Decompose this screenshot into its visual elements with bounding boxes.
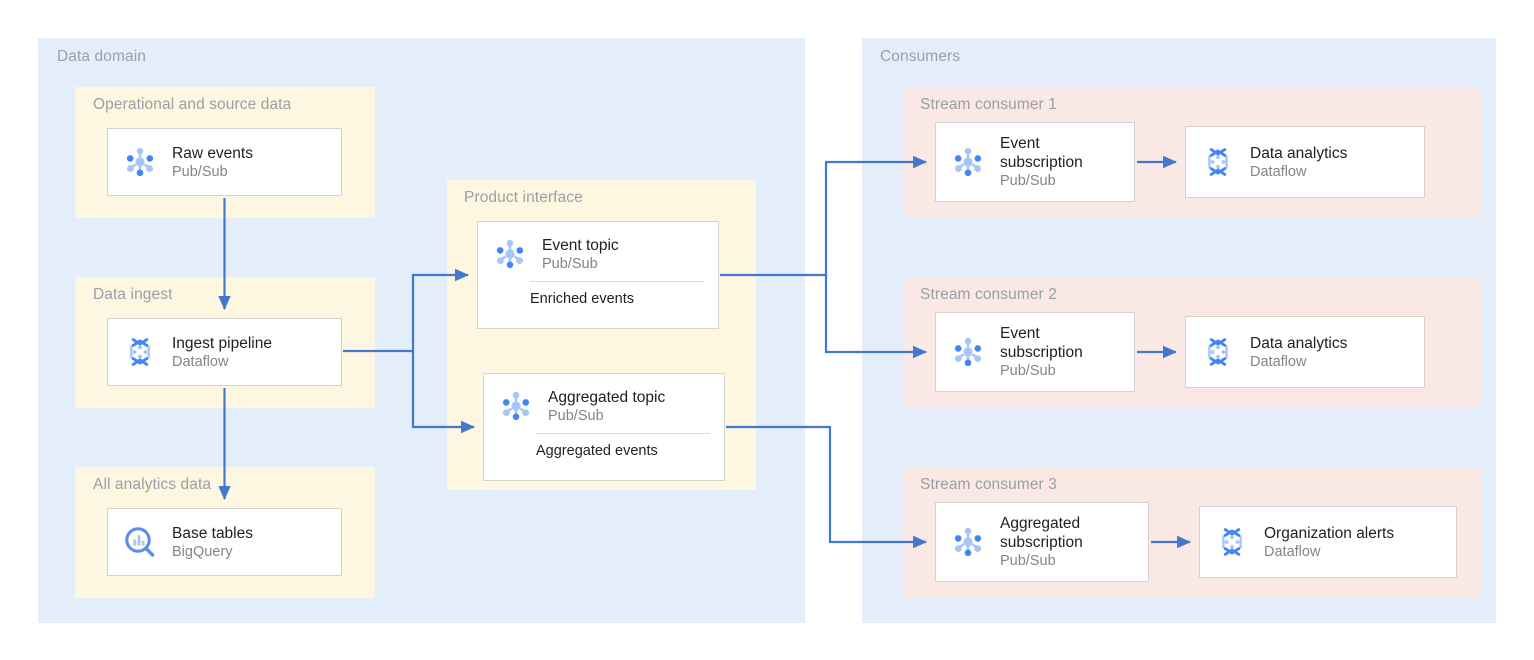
- pubsub-icon: [120, 142, 160, 182]
- card-base-tables-title: Base tables: [172, 524, 253, 542]
- card-event-subscription-1-subtitle: Pub/Sub: [1000, 173, 1056, 189]
- card-event-subscription-1-main: Event subscription Pub/Sub: [936, 134, 1134, 190]
- stream-consumer-3-label: Stream consumer 3: [920, 476, 1057, 493]
- dataflow-icon: [1212, 522, 1252, 562]
- bigquery-icon: [120, 522, 160, 562]
- card-event-subscription-1[interactable]: Event subscription Pub/Sub: [935, 122, 1135, 202]
- card-event-subscription-1-text: Event subscription Pub/Sub: [1000, 134, 1083, 190]
- data-ingest-label: Data ingest: [93, 286, 173, 303]
- card-organization-alerts-3-main: Organization alerts Dataflow: [1200, 522, 1456, 562]
- card-data-analytics-1[interactable]: Data analytics Dataflow: [1185, 126, 1425, 198]
- card-base-tables-text: Base tables BigQuery: [172, 524, 253, 561]
- card-organization-alerts-3-text: Organization alerts Dataflow: [1264, 524, 1394, 561]
- card-data-analytics-2-subtitle: Dataflow: [1250, 353, 1307, 370]
- card-event-subscription-2-title: Event subscription: [1000, 325, 1083, 361]
- stream-consumer-1-label: Stream consumer 1: [920, 96, 1057, 113]
- card-event-topic[interactable]: Event topic Pub/Sub Enriched events: [477, 221, 719, 329]
- card-event-topic-title: Event topic: [542, 236, 619, 254]
- card-raw-events-main: Raw events Pub/Sub: [108, 142, 341, 182]
- card-aggregated-subscription-3-title: Aggregated subscription: [1000, 515, 1083, 551]
- card-aggregated-topic-main: Aggregated topic Pub/Sub: [484, 386, 724, 426]
- card-raw-events-title: Raw events: [172, 144, 253, 162]
- card-event-topic-main: Event topic Pub/Sub: [478, 234, 718, 274]
- card-aggregated-subscription-3[interactable]: Aggregated subscription Pub/Sub: [935, 502, 1149, 582]
- card-ingest-pipeline[interactable]: Ingest pipeline Dataflow: [107, 318, 342, 386]
- operational-source-data-label: Operational and source data: [93, 96, 292, 113]
- card-event-topic-footer: Enriched events: [530, 291, 634, 307]
- dataflow-icon: [120, 332, 160, 372]
- card-event-subscription-2-text: Event subscription Pub/Sub: [1000, 324, 1083, 380]
- card-event-subscription-2-main: Event subscription Pub/Sub: [936, 324, 1134, 380]
- card-aggregated-topic-title: Aggregated topic: [548, 388, 666, 406]
- card-data-analytics-2-title: Data analytics: [1250, 334, 1348, 352]
- pubsub-icon: [490, 234, 530, 274]
- card-event-topic-text: Event topic Pub/Sub: [542, 236, 619, 273]
- card-aggregated-subscription-3-subtitle: Pub/Sub: [1000, 553, 1056, 569]
- card-event-subscription-1-title: Event subscription: [1000, 135, 1083, 171]
- all-analytics-data-label: All analytics data: [93, 476, 212, 493]
- card-data-analytics-2-text: Data analytics Dataflow: [1250, 334, 1347, 371]
- card-base-tables-main: Base tables BigQuery: [108, 522, 341, 562]
- pubsub-icon: [496, 386, 536, 426]
- arrow-ingest-to-aggregated-topic: [411, 351, 476, 434]
- product-interface-label: Product interface: [464, 189, 583, 206]
- card-event-subscription-2-subtitle: Pub/Sub: [1000, 363, 1056, 379]
- arrow-aggregated-topic-to-consumer-3: [726, 425, 928, 549]
- card-raw-events[interactable]: Raw events Pub/Sub: [107, 128, 342, 196]
- stream-consumer-2-label: Stream consumer 2: [920, 286, 1057, 303]
- card-aggregated-topic-subtitle: Pub/Sub: [548, 407, 604, 424]
- card-organization-alerts-3-title: Organization alerts: [1264, 524, 1395, 542]
- arrow-event-topic-to-consumer-2: [824, 275, 928, 359]
- dataflow-icon: [1198, 332, 1238, 372]
- card-data-analytics-1-title: Data analytics: [1250, 144, 1348, 162]
- card-data-analytics-1-subtitle: Dataflow: [1250, 163, 1307, 180]
- card-aggregated-topic-footer: Aggregated events: [536, 443, 658, 459]
- card-ingest-pipeline-title: Ingest pipeline: [172, 334, 272, 352]
- arrow-event-topic-to-consumer-1: [720, 155, 928, 277]
- pubsub-icon: [948, 522, 988, 562]
- card-organization-alerts-3-subtitle: Dataflow: [1264, 543, 1321, 560]
- card-base-tables[interactable]: Base tables BigQuery: [107, 508, 342, 576]
- card-data-analytics-2[interactable]: Data analytics Dataflow: [1185, 316, 1425, 388]
- card-event-topic-subtitle: Pub/Sub: [542, 255, 598, 272]
- card-aggregated-subscription-3-main: Aggregated subscription Pub/Sub: [936, 514, 1148, 570]
- card-aggregated-topic[interactable]: Aggregated topic Pub/Sub Aggregated even…: [483, 373, 725, 481]
- card-aggregated-topic-text: Aggregated topic Pub/Sub: [548, 388, 665, 425]
- card-base-tables-subtitle: BigQuery: [172, 543, 233, 560]
- card-data-analytics-2-main: Data analytics Dataflow: [1186, 332, 1424, 372]
- card-data-analytics-1-main: Data analytics Dataflow: [1186, 142, 1424, 182]
- card-data-analytics-1-text: Data analytics Dataflow: [1250, 144, 1347, 181]
- card-raw-events-subtitle: Pub/Sub: [172, 163, 228, 180]
- card-aggregated-topic-divider: [536, 433, 710, 434]
- data-domain-label: Data domain: [57, 48, 146, 65]
- card-raw-events-text: Raw events Pub/Sub: [172, 144, 253, 181]
- card-organization-alerts-3[interactable]: Organization alerts Dataflow: [1199, 506, 1457, 578]
- consumers-label: Consumers: [880, 48, 961, 65]
- pubsub-icon: [948, 332, 988, 372]
- card-ingest-pipeline-text: Ingest pipeline Dataflow: [172, 334, 272, 371]
- card-ingest-pipeline-main: Ingest pipeline Dataflow: [108, 332, 341, 372]
- card-aggregated-subscription-3-text: Aggregated subscription Pub/Sub: [1000, 514, 1083, 570]
- arrow-ingest-to-event-topic: [343, 268, 470, 353]
- card-ingest-pipeline-subtitle: Dataflow: [172, 353, 229, 370]
- dataflow-icon: [1198, 142, 1238, 182]
- pubsub-icon: [948, 142, 988, 182]
- card-event-topic-divider: [530, 281, 704, 282]
- card-event-subscription-2[interactable]: Event subscription Pub/Sub: [935, 312, 1135, 392]
